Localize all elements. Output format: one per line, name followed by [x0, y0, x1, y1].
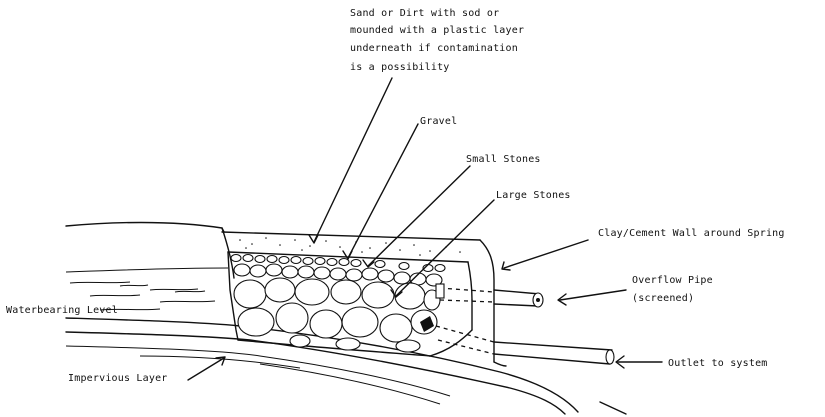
waterbearing-label: Waterbearing Level	[6, 305, 118, 316]
small-stones-label: Small Stones	[466, 154, 541, 165]
sand-label-line-1: Sand or Dirt with sod or	[350, 8, 499, 19]
outlet-label: Outlet to system	[668, 358, 768, 369]
impervious-label: Impervious Layer	[68, 373, 168, 384]
labels: Sand or Dirt with sod or mounded with a …	[6, 8, 785, 384]
overflow-pipe	[435, 283, 544, 308]
sand-label-line-3: underneath if contamination	[350, 43, 518, 54]
gravel-label: Gravel	[420, 116, 457, 127]
waterbearing-layer	[65, 267, 229, 311]
sand-label-line-2: mounded with a plastic layer	[350, 25, 524, 36]
overflow-pipe-label-line-1: Overflow Pipe	[632, 275, 713, 286]
large-stones-label: Large Stones	[496, 190, 571, 201]
overflow-pipe-label-line-2: (screened)	[632, 293, 694, 304]
clay-cement-wall	[429, 239, 507, 367]
gravel-layer	[230, 253, 446, 273]
leader-lines	[187, 77, 663, 415]
outlet-pipe	[420, 316, 615, 365]
clay-wall-label: Clay/Cement Wall around Spring	[598, 228, 785, 239]
small-stones-layer	[233, 263, 443, 287]
sand-label-line-4: is a possibility	[350, 62, 450, 73]
large-stones-layer	[233, 277, 441, 353]
